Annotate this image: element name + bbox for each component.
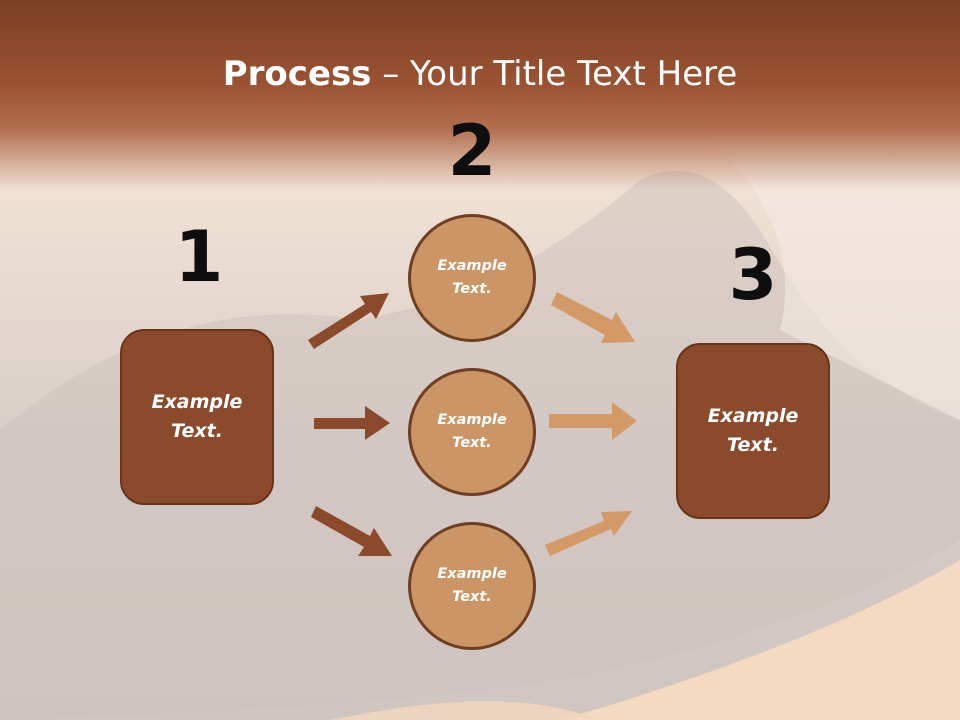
step-number-1: 1	[174, 216, 224, 298]
header-band	[0, 0, 960, 190]
process-circle-bottom-text: Example Text.	[437, 566, 507, 605]
arrow-right-down	[551, 292, 635, 343]
slide-title: Process – Your Title Text Here	[0, 52, 960, 96]
arrow-right-middle	[549, 402, 637, 440]
step-box-1: Example Text.	[120, 329, 274, 505]
arrow-right-up	[545, 511, 632, 556]
arrow-left-middle	[314, 406, 390, 440]
step-number-2: 2	[447, 110, 497, 192]
process-circle-bottom: Example Text.	[408, 522, 536, 650]
step-box-3: Example Text.	[676, 343, 830, 519]
process-circle-middle-text: Example Text.	[437, 412, 507, 451]
title-rest: – Your Title Text Here	[371, 54, 738, 94]
arrow-left-down	[311, 506, 392, 556]
process-circle-top: Example Text.	[408, 214, 536, 342]
step-number-3: 3	[728, 234, 778, 316]
step-box-3-text: Example Text.	[707, 405, 799, 456]
title-bold: Process	[222, 54, 372, 94]
step-box-1-text: Example Text.	[151, 391, 243, 442]
arrow-left-up	[308, 293, 389, 349]
process-circle-middle: Example Text.	[408, 368, 536, 496]
process-circle-top-text: Example Text.	[437, 258, 507, 297]
